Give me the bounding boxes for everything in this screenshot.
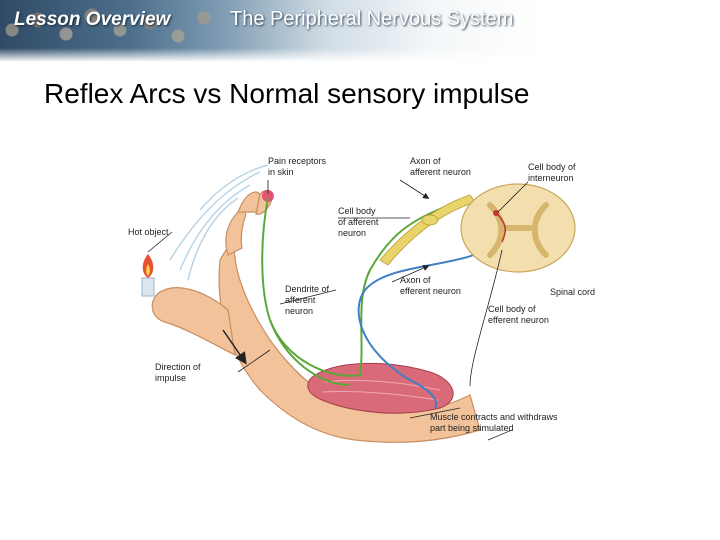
header-banner	[0, 0, 720, 62]
label-cell-body-afferent: Cell body of afferent neuron	[338, 206, 381, 238]
label-spinal-cord: Spinal cord	[550, 287, 595, 297]
label-cell-body-efferent: Cell body of efferent neuron	[488, 304, 549, 325]
candle-icon	[141, 254, 155, 297]
label-dendrite-afferent: Dendrite of afferent neuron	[285, 284, 332, 316]
spinal-cord-section	[460, 183, 576, 273]
reflex-arc-diagram: Pain receptors in skin Axon of afferent …	[128, 156, 595, 443]
pain-receptor-dot	[262, 190, 274, 202]
slide-title: Reflex Arcs vs Normal sensory impulse	[44, 78, 530, 109]
label-cell-body-interneuron: Cell body of interneuron	[528, 162, 578, 183]
chapter-title: The Peripheral Nervous System	[230, 8, 514, 30]
arm-illustration	[151, 189, 481, 443]
label-axon-afferent: Axon of afferent neuron	[410, 156, 471, 177]
label-axon-efferent: Axon of efferent neuron	[400, 275, 461, 296]
motion-lines	[169, 164, 269, 281]
efferent-neuron-path	[357, 239, 501, 409]
label-muscle-contracts: Muscle contracts and withdraws part bein…	[430, 412, 560, 433]
label-direction-impulse: Direction of impulse	[155, 362, 203, 383]
label-pain-receptors: Pain receptors in skin	[268, 156, 329, 177]
label-hot-object: Hot object	[128, 227, 169, 237]
lesson-label: Lesson Overview	[14, 9, 171, 30]
afferent-neuron-path	[261, 197, 451, 377]
